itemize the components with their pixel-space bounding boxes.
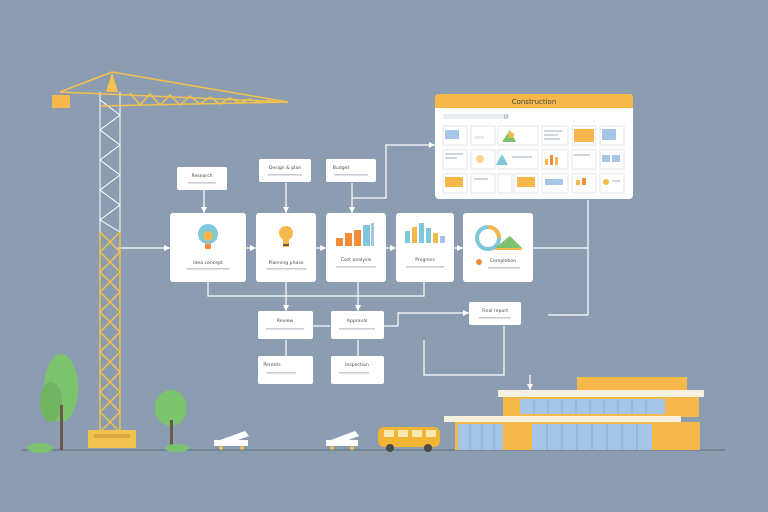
bar-chart-icon <box>405 223 445 243</box>
crane-base <box>88 430 136 448</box>
card-completion[interactable]: Completion <box>463 213 533 282</box>
svg-text:Final report: Final report <box>482 308 508 314</box>
building <box>444 377 704 450</box>
bar-chart-icon <box>336 223 374 246</box>
svg-text:Review: Review <box>277 318 294 324</box>
svg-text:Research: Research <box>191 173 212 179</box>
label-node[interactable]: Inspection <box>331 356 384 384</box>
dashboard-window: Construction <box>435 94 633 199</box>
dashboard-title: Construction <box>512 98 557 106</box>
label-node[interactable]: Permits <box>258 356 313 384</box>
label-node[interactable]: Design & plan <box>259 159 311 182</box>
card-cost[interactable]: Cost analysis <box>326 213 386 282</box>
card-idea[interactable]: Idea concept <box>170 213 246 282</box>
tree-large <box>40 354 78 450</box>
flow-label-nodes: Research Design & plan Budget Review App… <box>177 159 521 384</box>
search-icon <box>504 114 508 119</box>
arrowheads <box>164 142 533 390</box>
flow-cards: Idea concept Planning phase Cost analysi… <box>170 213 533 282</box>
label-node[interactable]: Final report <box>469 302 521 325</box>
flatbed-truck-2 <box>326 431 359 450</box>
bus <box>378 427 440 452</box>
tree-small <box>155 390 187 450</box>
label-node[interactable]: Review <box>258 311 313 339</box>
svg-text:Planning phase: Planning phase <box>268 260 303 266</box>
svg-text:Approval: Approval <box>347 318 367 324</box>
connectors <box>118 144 589 390</box>
dashboard-search-bar[interactable] <box>443 114 509 119</box>
donut-chart-icon <box>475 225 522 251</box>
lightbulb-icon <box>279 226 293 240</box>
svg-text:Permits: Permits <box>263 362 281 368</box>
svg-text:Design & plan: Design & plan <box>269 165 301 171</box>
crane-counterweight <box>52 95 70 108</box>
svg-text:Progress: Progress <box>415 257 435 263</box>
dashboard-title-bar <box>435 94 633 108</box>
label-node[interactable]: Research <box>177 167 227 190</box>
svg-text:Completion: Completion <box>490 258 516 264</box>
flatbed-truck-1 <box>214 431 249 450</box>
card-planning[interactable]: Planning phase <box>256 213 316 282</box>
label-node[interactable]: Budget <box>326 159 376 182</box>
svg-text:Inspection: Inspection <box>345 362 369 368</box>
bush <box>27 443 53 453</box>
dashboard-tiles <box>442 125 625 194</box>
tower-crane <box>52 71 289 448</box>
card-progress[interactable]: Progress <box>396 213 454 282</box>
label-node[interactable]: Approval <box>331 311 384 339</box>
svg-text:Idea concept: Idea concept <box>193 260 223 266</box>
svg-text:Budget: Budget <box>333 165 350 171</box>
bush <box>165 444 189 452</box>
svg-text:Cost analysis: Cost analysis <box>341 257 372 263</box>
